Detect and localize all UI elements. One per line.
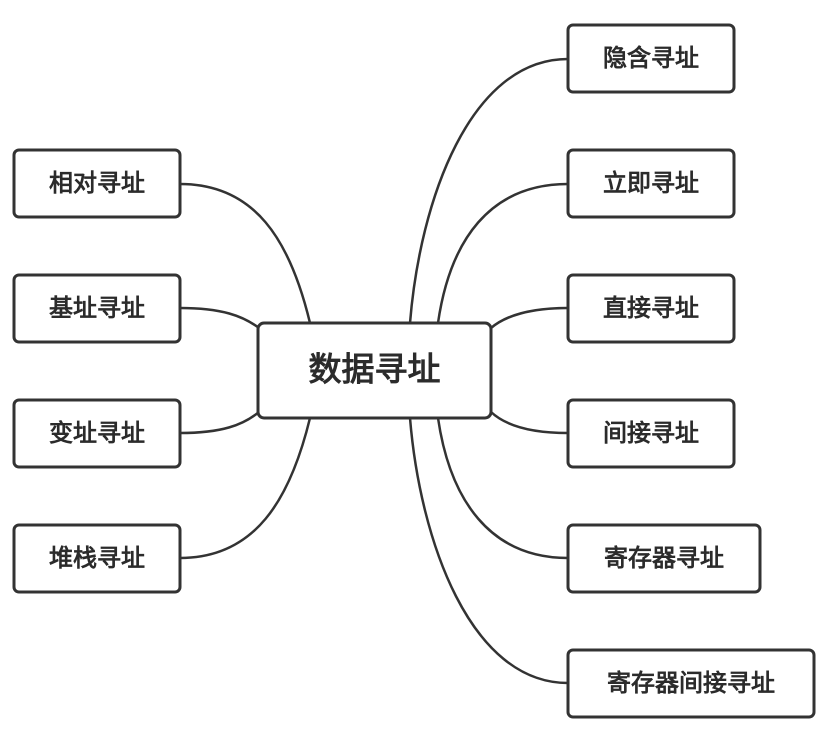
- node-label: 相对寻址: [49, 169, 145, 197]
- connector-right-1: [408, 57, 569, 324]
- node-stack-addressing[interactable]: 堆栈寻址: [12, 523, 182, 594]
- node-implied-addressing[interactable]: 隐含寻址: [566, 23, 736, 94]
- node-label: 立即寻址: [603, 169, 699, 197]
- connectors-left: [179, 182, 312, 560]
- node-relative-addressing[interactable]: 相对寻址: [12, 148, 182, 219]
- node-label: 寄存器间接寻址: [607, 669, 775, 697]
- center-node-label: 数据寻址: [309, 350, 441, 389]
- node-label: 寄存器寻址: [604, 544, 724, 572]
- node-register-indirect-addressing[interactable]: 寄存器间接寻址: [566, 648, 816, 719]
- node-label: 隐含寻址: [603, 44, 699, 72]
- node-label: 变址寻址: [49, 419, 145, 447]
- node-indirect-addressing[interactable]: 间接寻址: [566, 398, 736, 469]
- node-label: 间接寻址: [603, 419, 699, 447]
- connector-right-6: [408, 417, 569, 685]
- connector-left-4: [179, 417, 312, 560]
- node-index-addressing[interactable]: 变址寻址: [12, 398, 182, 469]
- connector-right-2: [436, 182, 569, 324]
- node-immediate-addressing[interactable]: 立即寻址: [566, 148, 736, 219]
- node-label: 基址寻址: [49, 294, 145, 322]
- connector-left-2: [179, 306, 260, 330]
- node-base-addressing[interactable]: 基址寻址: [12, 273, 182, 344]
- connectors-right: [408, 57, 569, 685]
- node-register-addressing[interactable]: 寄存器寻址: [566, 523, 762, 594]
- node-label: 直接寻址: [603, 294, 699, 322]
- connector-left-1: [179, 182, 312, 324]
- connector-right-3: [490, 306, 569, 329]
- center-node[interactable]: 数据寻址: [256, 321, 493, 420]
- connector-right-4: [490, 411, 569, 435]
- connector-right-5: [436, 417, 569, 560]
- node-direct-addressing[interactable]: 直接寻址: [566, 273, 736, 344]
- connector-left-3: [179, 411, 260, 435]
- node-label: 堆栈寻址: [49, 544, 145, 572]
